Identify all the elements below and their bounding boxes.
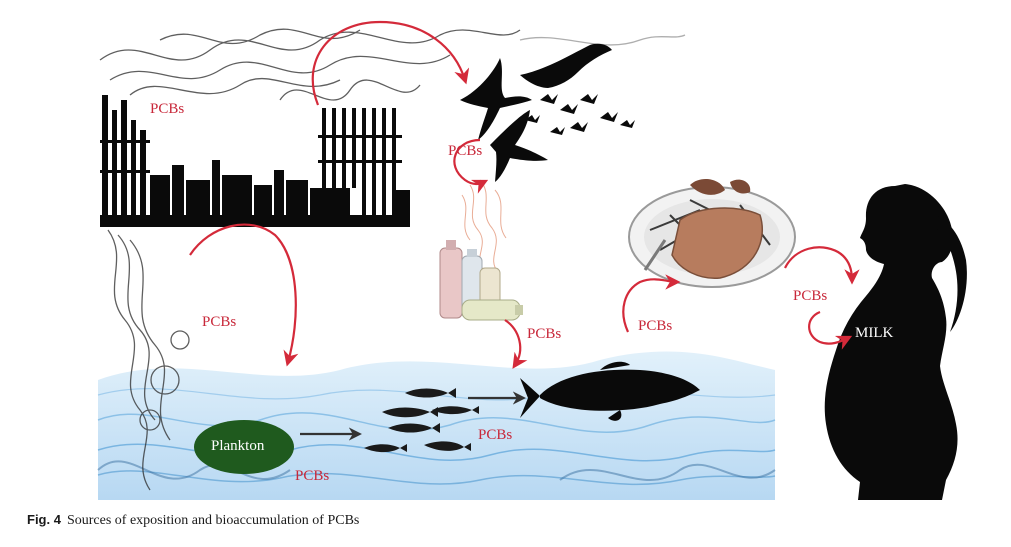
pcb-label-plate: PCBs — [638, 318, 673, 334]
large-fish — [520, 361, 700, 421]
pcb-label-fish: PCBs — [478, 427, 513, 443]
arrow-bottles-to-sea — [504, 319, 528, 369]
figure-caption-text: Sources of exposition and bioaccumulatio… — [66, 513, 360, 528]
pcb-label-factory: PCBs — [150, 101, 185, 117]
figure-number: Fig. 4 — [27, 512, 61, 527]
pregnant-woman-silhouette — [824, 184, 967, 500]
small-fish-school — [364, 388, 479, 453]
red-arrows — [189, 20, 860, 369]
pcb-label-smoke: PCBs — [202, 314, 237, 330]
factory-silhouette — [100, 95, 410, 227]
pcb-label-plankton: PCBs — [295, 468, 330, 484]
arrow-smoke-to-sea — [189, 223, 299, 367]
arrow-plate-to-mother — [784, 246, 860, 285]
arrow-mother-to-milk — [808, 310, 853, 350]
figure-caption: Fig. 4 Sources of exposition and bioaccum… — [27, 512, 359, 529]
pcb-label-birds: PCBs — [448, 143, 483, 159]
food-chain-arrows — [300, 391, 526, 441]
plankton-ellipse — [194, 420, 294, 474]
arrow-factory-to-birds — [311, 20, 470, 106]
food-plate — [628, 178, 796, 288]
plankton-label: Plankton — [211, 438, 265, 454]
arrow-birds-to-bottles — [453, 138, 489, 194]
birds-silhouette — [460, 43, 635, 182]
smoke-swirls — [99, 28, 686, 491]
milk-label: MILK — [855, 325, 894, 341]
arrow-sea-to-plate — [622, 274, 681, 333]
pcb-label-mother: PCBs — [793, 288, 828, 304]
plastic-bottles — [439, 179, 523, 321]
pcb-label-bottles: PCBs — [527, 326, 562, 342]
